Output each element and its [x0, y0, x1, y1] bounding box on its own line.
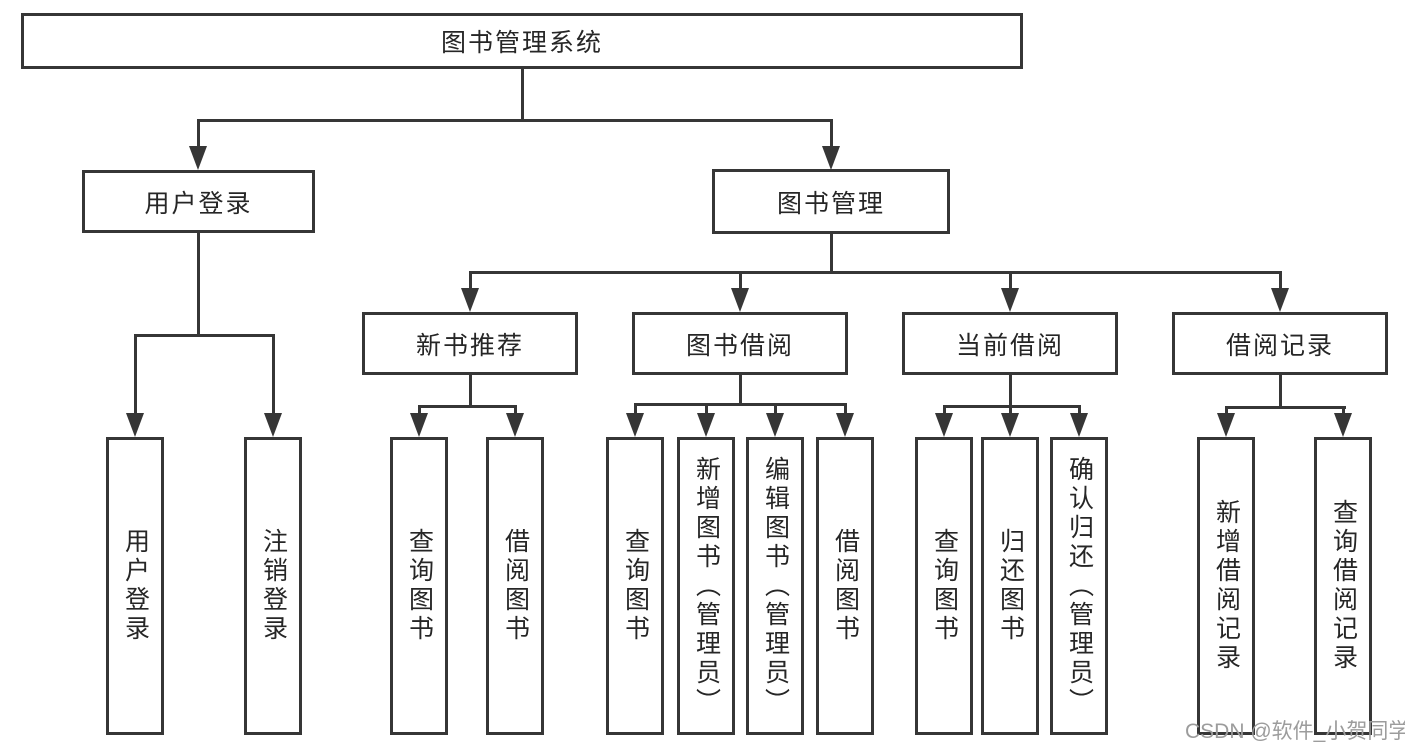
connector-line: [634, 403, 846, 406]
connector-line: [469, 375, 472, 407]
connector-line: [774, 403, 777, 417]
connector-line: [1009, 375, 1012, 407]
node-book-management: 图书管理: [712, 169, 950, 234]
arrowhead-icon: [836, 413, 854, 437]
node-label: 新增图书（管理员）: [692, 455, 721, 717]
node-new-book-recommend: 新书推荐: [362, 312, 578, 375]
leaf-query-books-borrowing: 查询图书: [606, 437, 664, 735]
node-label: 借阅图书: [831, 528, 860, 644]
arrowhead-icon: [410, 413, 428, 437]
arrowhead-icon: [1070, 413, 1088, 437]
node-label: 当前借阅: [955, 331, 1064, 360]
node-label: 确认归还（管理员）: [1065, 455, 1094, 717]
connector-line: [134, 334, 137, 416]
arrowhead-icon: [731, 288, 749, 312]
leaf-add-borrow-record: 新增借阅记录: [1197, 437, 1255, 735]
arrowhead-icon: [697, 413, 715, 437]
leaf-user-login-action: 用户登录: [106, 437, 164, 735]
node-label: 查询借阅记录: [1329, 499, 1358, 673]
connector-line: [1009, 405, 1012, 417]
connector-line: [1342, 406, 1345, 417]
arrowhead-icon: [1001, 413, 1019, 437]
node-label: 新增借阅记录: [1212, 499, 1241, 673]
arrowhead-icon: [506, 413, 524, 437]
leaf-query-books-current: 查询图书: [915, 437, 973, 735]
connector-line: [705, 403, 708, 417]
connector-line: [521, 69, 524, 121]
arrowhead-icon: [766, 413, 784, 437]
node-label: 图书管理: [776, 189, 885, 218]
connector-line: [1078, 405, 1081, 417]
arrowhead-icon: [822, 146, 840, 170]
connector-line: [844, 403, 847, 417]
leaf-return-books: 归还图书: [981, 437, 1039, 735]
connector-line: [134, 334, 275, 337]
arrowhead-icon: [461, 288, 479, 312]
csdn-watermark: CSDN @软件_小贺同学: [1185, 720, 1405, 743]
arrowhead-icon: [264, 413, 282, 437]
connector-line: [469, 271, 1282, 274]
connector-line: [830, 119, 833, 151]
leaf-logout: 注销登录: [244, 437, 302, 735]
node-borrowing-records: 借阅记录: [1172, 312, 1388, 375]
node-label: 新书推荐: [415, 331, 524, 360]
connector-line: [1009, 271, 1012, 293]
arrowhead-icon: [126, 413, 144, 437]
leaf-add-books-admin: 新增图书（管理员）: [677, 437, 735, 735]
connector-line: [739, 271, 742, 293]
node-label: 归还图书: [996, 528, 1025, 644]
node-current-borrowing: 当前借阅: [902, 312, 1118, 375]
connector-line: [1279, 375, 1282, 408]
node-label: 用户登录: [121, 528, 150, 644]
connector-line: [943, 405, 946, 417]
leaf-query-books-recommend: 查询图书: [390, 437, 448, 735]
node-user-login: 用户登录: [82, 170, 315, 233]
connector-line: [469, 271, 472, 293]
connector-line: [514, 405, 517, 417]
node-label: 注销登录: [259, 528, 288, 644]
connector-line: [634, 403, 637, 417]
leaf-confirm-return-admin: 确认归还（管理员）: [1050, 437, 1108, 735]
node-label: 借阅图书: [501, 528, 530, 644]
connector-line: [197, 233, 200, 337]
arrowhead-icon: [1217, 413, 1235, 437]
connector-line: [418, 405, 421, 417]
connector-line: [197, 119, 833, 122]
connector-line: [830, 234, 833, 273]
node-label: 用户登录: [144, 189, 253, 218]
arrowhead-icon: [935, 413, 953, 437]
arrowhead-icon: [1334, 413, 1352, 437]
connector-line: [739, 375, 742, 405]
node-book-borrowing: 图书借阅: [632, 312, 848, 375]
connector-line: [272, 334, 275, 416]
arrowhead-icon: [1001, 288, 1019, 312]
connector-line: [1279, 271, 1282, 293]
arrowhead-icon: [1271, 288, 1289, 312]
arrowhead-icon: [626, 413, 644, 437]
leaf-borrow-books-recommend: 借阅图书: [486, 437, 544, 735]
node-label: 查询图书: [405, 528, 434, 644]
connector-line: [197, 119, 200, 151]
connector-line: [1225, 406, 1228, 417]
node-label: 图书借阅: [685, 331, 794, 360]
leaf-edit-books-admin: 编辑图书（管理员）: [746, 437, 804, 735]
node-label: 借阅记录: [1225, 331, 1334, 360]
node-label: 图书管理系统: [440, 29, 603, 57]
leaf-query-borrow-record: 查询借阅记录: [1314, 437, 1372, 735]
connector-line: [418, 405, 517, 408]
node-label: 查询图书: [621, 528, 650, 644]
arrowhead-icon: [189, 146, 207, 170]
node-library-management-system: 图书管理系统: [21, 13, 1023, 69]
connector-line: [1225, 406, 1346, 409]
leaf-borrow-books: 借阅图书: [816, 437, 874, 735]
node-label: 查询图书: [930, 528, 959, 644]
node-label: 编辑图书（管理员）: [761, 455, 790, 717]
